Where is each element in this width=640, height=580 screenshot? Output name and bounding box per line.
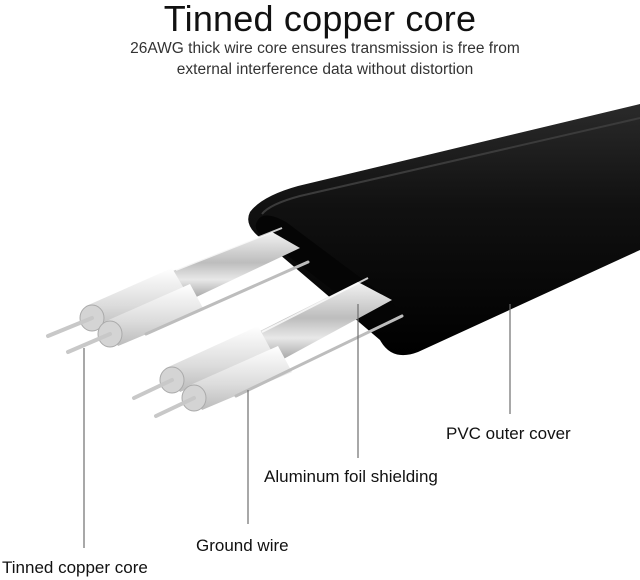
- label-ground-wire: Ground wire: [196, 536, 289, 555]
- foil-shield-lower: [246, 282, 392, 362]
- leader-lines: [83, 304, 511, 548]
- copper-core-upper-a: [46, 316, 94, 338]
- copper-core-lower-a: [132, 378, 174, 400]
- insulation-upper-b: [104, 284, 204, 346]
- insulation-upper-a: [86, 268, 186, 330]
- insulation-lower-a: [166, 326, 272, 392]
- label-aluminum-foil-shielding: Aluminum foil shielding: [264, 467, 438, 486]
- page-title: Tinned copper core: [163, 0, 477, 39]
- ground-wire-upper: [144, 260, 310, 336]
- foil-shield-upper: [160, 232, 300, 300]
- label-pvc-outer-cover: PVC outer cover: [446, 424, 571, 443]
- copper-core-upper-b: [66, 332, 112, 354]
- label-tinned-copper-core: Tinned copper core: [2, 558, 148, 577]
- insulation-lower-b: [188, 346, 292, 410]
- upper-wire-pair: [46, 227, 310, 354]
- lower-wire-pair: [132, 277, 404, 418]
- subtitle-line-2: external interference data without disto…: [176, 61, 474, 78]
- subtitle-line-1: 26AWG thick wire core ensures transmissi…: [130, 40, 520, 57]
- ground-wire-lower: [234, 314, 404, 398]
- copper-core-lower-b: [154, 396, 196, 418]
